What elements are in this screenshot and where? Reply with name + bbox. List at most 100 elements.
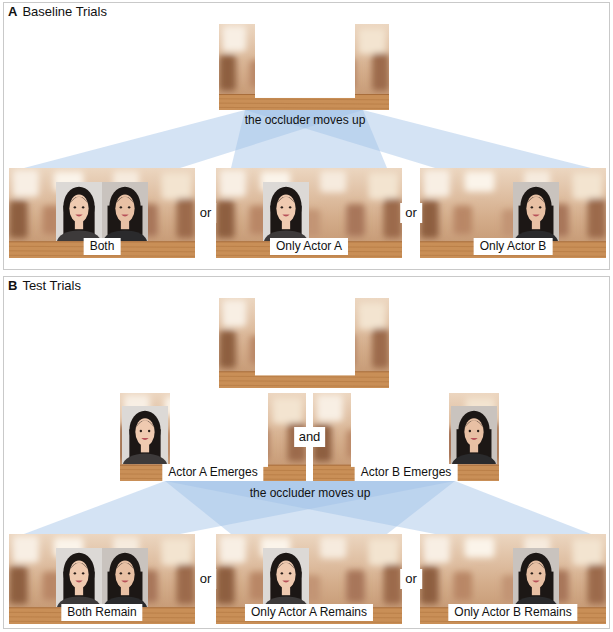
and-connector-label: and — [294, 427, 326, 447]
scene-box: Both — [9, 168, 195, 258]
wood-grain — [9, 621, 195, 622]
occluder — [255, 298, 355, 375]
scene-background — [216, 168, 402, 258]
panel-box: BTest TrialsActor A Emerges Actor B Emerg… — [3, 276, 610, 629]
scene-background — [9, 168, 195, 258]
actor-photo — [122, 406, 168, 464]
scene-background — [420, 534, 606, 624]
scene-label: Only Actor A Remains — [245, 604, 373, 621]
background-blob — [358, 28, 385, 54]
scene-photo — [219, 298, 389, 388]
eye — [74, 572, 76, 574]
wood-grain — [219, 376, 389, 377]
eye — [289, 572, 291, 574]
background-blob — [369, 173, 399, 200]
background-blob — [162, 539, 192, 566]
background-blob — [273, 397, 303, 423]
actor-photo — [263, 548, 309, 607]
face — [135, 418, 154, 446]
scene-background — [219, 24, 389, 110]
wood-grain — [219, 107, 389, 108]
or-connector-label: or — [195, 203, 217, 223]
bangs — [276, 563, 296, 572]
background-blob — [453, 206, 472, 235]
smile — [532, 580, 539, 582]
scene-photo — [313, 393, 499, 481]
eye — [289, 206, 291, 208]
background-blob — [317, 395, 343, 421]
face — [69, 560, 88, 588]
background-blob — [222, 300, 246, 327]
bangs — [69, 563, 89, 572]
scene-box: Only Actor A Remains — [216, 534, 402, 624]
background-blob — [573, 539, 603, 566]
eye — [140, 430, 142, 432]
background-blob — [216, 200, 235, 238]
eye — [148, 430, 150, 432]
scene-box: Actor A Emerges — [120, 393, 306, 481]
scene-box: Both Remain — [9, 534, 195, 624]
background-blob — [420, 200, 439, 238]
scene-photo — [216, 168, 402, 258]
eye — [128, 206, 130, 208]
scene-label: Actor A Emerges — [162, 464, 263, 481]
face — [464, 418, 483, 446]
scene-photo — [216, 534, 402, 624]
background-blob — [9, 200, 28, 238]
background-blob — [465, 538, 495, 558]
background-blob — [220, 170, 246, 197]
background-blob — [346, 570, 365, 602]
smile — [121, 214, 128, 216]
eye — [281, 206, 283, 208]
background-blob — [222, 26, 246, 52]
scene-box: Only Actor B — [420, 168, 606, 258]
smile — [141, 438, 148, 440]
panel-letter: A — [8, 4, 17, 20]
scene-label: Actor B Emerges — [355, 464, 458, 481]
face — [115, 194, 134, 222]
background-blob — [346, 204, 365, 236]
transition-label: the occluder moves up — [245, 113, 366, 127]
bangs — [69, 197, 89, 206]
eye — [539, 572, 541, 574]
background-blob — [9, 566, 28, 604]
background-blob — [369, 539, 399, 566]
eye — [531, 206, 533, 208]
panel-heading: BTest Trials — [8, 278, 81, 294]
transition-fan — [245, 110, 591, 168]
panel-title: Baseline Trials — [22, 4, 107, 20]
scene-background — [313, 393, 499, 481]
background-blob — [465, 172, 495, 192]
background-blob — [13, 170, 39, 197]
actor-photo — [513, 182, 559, 241]
bangs — [276, 197, 296, 206]
face — [526, 194, 545, 222]
bangs — [135, 420, 155, 429]
background-blob — [573, 173, 603, 200]
scene-label: Only Actor A — [270, 238, 348, 255]
bangs — [115, 197, 135, 206]
wood-grain — [219, 381, 389, 382]
wood-grain — [216, 255, 402, 257]
occluder — [170, 393, 268, 467]
background-blob — [358, 303, 385, 330]
wood-grain — [420, 255, 606, 257]
eye — [120, 206, 122, 208]
background-blob — [424, 170, 450, 197]
panel-letter: B — [8, 278, 17, 294]
scene-background — [9, 534, 195, 624]
or-connector-label: or — [195, 569, 217, 589]
background-blob — [176, 199, 195, 239]
occluder — [351, 393, 449, 467]
scene-label: Only Actor B Remains — [448, 604, 577, 621]
face — [69, 194, 88, 222]
eye — [469, 430, 471, 432]
background-blob — [587, 565, 606, 605]
wood-grain — [9, 255, 195, 257]
shirt — [123, 454, 167, 464]
wood-grain — [219, 99, 389, 100]
background-blob — [320, 537, 346, 559]
background-blob — [162, 173, 192, 200]
face — [115, 560, 134, 588]
